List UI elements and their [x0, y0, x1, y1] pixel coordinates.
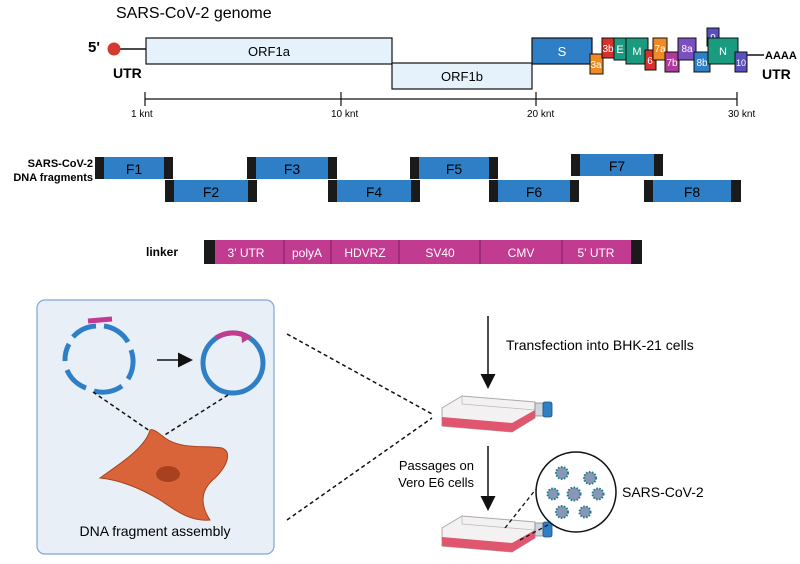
gene-7b-box [664, 51, 680, 73]
fragment-f4: F4 [328, 180, 420, 202]
linker-segment-sv40: SV40 [425, 246, 455, 260]
cap-dot [107, 42, 121, 56]
fragments-label-line2: DNA fragments [13, 172, 93, 184]
gene-8a-label: 8a [681, 44, 693, 55]
gene-3a-label: 3a [590, 60, 602, 71]
utr-right-label: UTR [762, 66, 791, 82]
fragment-f8-label: F8 [684, 184, 701, 200]
assembly-panel [36, 299, 275, 555]
fragment-f7: F7 [571, 154, 663, 176]
s-label: S [558, 44, 567, 59]
fragment-f5: F5 [410, 157, 498, 179]
cell-nucleus [156, 466, 180, 482]
orf1b-box [391, 62, 533, 90]
gene-e-label: E [616, 44, 623, 56]
gene-10-box [734, 51, 748, 73]
gene-8b-label: 8b [696, 58, 708, 69]
fragment-f6-label: F6 [526, 184, 543, 200]
gene-7b-label: 7b [666, 58, 678, 69]
polya-label: AAAA [765, 50, 797, 62]
fragment-f8: F8 [644, 180, 741, 202]
s-box [531, 37, 593, 65]
fragment-f2-label: F2 [203, 184, 220, 200]
gene-3a-box [589, 53, 604, 75]
orf1b-label: ORF1b [441, 69, 483, 84]
linker-segment-5utr: 5' UTR [578, 246, 615, 260]
scale-label-1: 1 knt [131, 109, 153, 120]
fragment-f3: F3 [247, 157, 337, 179]
flask-1 [441, 395, 553, 433]
fragment-f3-label: F3 [284, 161, 301, 177]
dash-panel-to-flask-top [286, 333, 433, 415]
fragment-f1-label: F1 [126, 161, 143, 177]
linker-label: linker [146, 245, 178, 259]
linker-bar [204, 240, 642, 264]
gene-3b-label: 3b [602, 44, 614, 55]
linker-segment-polya: polyA [292, 246, 322, 260]
fragment-f7-label: F7 [609, 158, 626, 174]
scale-label-10: 10 knt [331, 109, 358, 120]
genome-title: SARS-CoV-2 genome [116, 5, 272, 22]
transfection-label: Transfection into BHK-21 cells [506, 337, 694, 353]
gene-n-box [707, 37, 739, 65]
fragmented-plasmid [62, 316, 136, 395]
dash-panel-to-flask-bottom [286, 417, 433, 521]
gene-n-label: N [719, 46, 727, 58]
gene-m-label: M [632, 46, 641, 58]
passage-label-line1: Passages on [399, 458, 474, 473]
linker-segment-hdvrz: HDVRZ [344, 246, 385, 260]
gene-10-label: 10 [736, 58, 746, 68]
gene-7a-box [652, 37, 668, 61]
gene-7a-label: 7a [654, 44, 666, 55]
fragment-f6: F6 [489, 180, 579, 202]
flask-2 [441, 515, 553, 553]
passage-label-line2: Vero E6 cells [398, 475, 474, 490]
fragment-f1: F1 [95, 157, 173, 179]
virus-particles [546, 466, 605, 519]
gene-6-label: 6 [647, 56, 653, 67]
scale-label-20: 20 knt [527, 109, 554, 120]
fragment-f5-label: F5 [446, 161, 463, 177]
fragments-label-line1: SARS-CoV-2 [28, 158, 93, 170]
assembly-caption: DNA fragment assembly [80, 523, 231, 539]
linker-segment-cmv: CMV [508, 246, 535, 260]
fragment-f2: F2 [165, 180, 257, 202]
linker-segment-3utr: 3' UTR [228, 246, 265, 260]
orf1a-box [145, 37, 393, 65]
assembled-plasmid [200, 330, 266, 396]
scale-label-30: 30 knt [728, 109, 755, 120]
virus-label: SARS-CoV-2 [622, 484, 704, 500]
utr-left-label: UTR [113, 65, 142, 81]
orf1a-label: ORF1a [248, 44, 291, 59]
five-prime-label: 5' [88, 39, 100, 56]
gene-8a-box [677, 37, 697, 61]
fragment-f4-label: F4 [366, 184, 383, 200]
